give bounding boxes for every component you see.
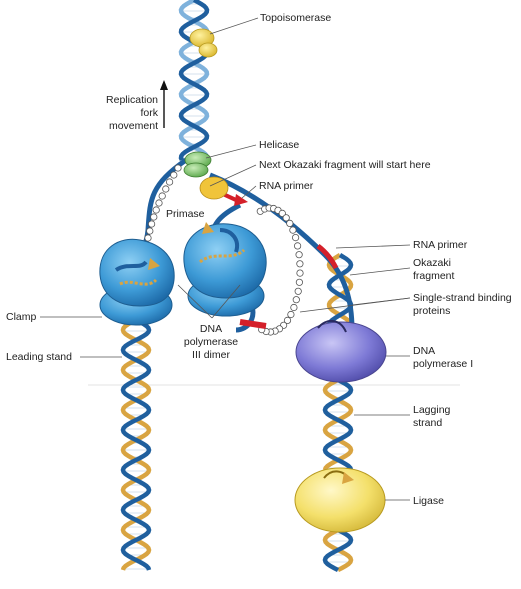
rna-primer-loop xyxy=(239,319,267,329)
ssb-bead xyxy=(158,192,166,200)
primase-enzyme xyxy=(199,176,229,200)
label-pol3-3: III dimer xyxy=(192,349,230,361)
ssb-bead xyxy=(294,287,302,295)
ssb-bead xyxy=(148,220,156,228)
ssb-bead xyxy=(166,178,174,186)
label-leading-strand: Leading stand xyxy=(6,351,72,363)
label-ligase: Ligase xyxy=(413,495,444,507)
label-okazaki-2: fragment xyxy=(413,270,455,282)
helicase-enzyme xyxy=(183,151,212,178)
ssb-bead xyxy=(162,185,170,193)
leader-rna-primer-top xyxy=(241,185,257,199)
dna-polymerase-i xyxy=(295,320,387,383)
ssb-bead xyxy=(291,234,300,242)
ssb-bead xyxy=(295,278,303,286)
leading-strand-a xyxy=(120,317,152,571)
leader-pol3-a xyxy=(177,284,213,319)
label-ssb-2: proteins xyxy=(413,305,450,317)
label-pol1-2: polymerase I xyxy=(413,358,473,370)
label-lagging-1: Lagging xyxy=(413,404,451,416)
label-okazaki-1: Okazaki xyxy=(413,257,451,269)
ssb-bead xyxy=(292,296,300,304)
ssb-bead xyxy=(170,171,178,179)
leader-rna-primer-right xyxy=(335,244,411,249)
leader-pol3-b xyxy=(211,284,241,319)
parental-dna-helix xyxy=(178,0,210,161)
dna-ligase xyxy=(294,467,386,533)
leader-ssb-b xyxy=(351,297,411,306)
ssb-bead xyxy=(278,209,286,217)
label-lagging-2: strand xyxy=(413,417,442,429)
label-rna-primer-top: RNA primer xyxy=(259,180,314,192)
ssb-bead xyxy=(287,310,295,319)
ssb-bead xyxy=(283,316,292,324)
ssb-bead xyxy=(290,303,298,312)
leader-okazaki-fragment xyxy=(349,267,411,276)
ssb-bead xyxy=(155,199,163,207)
label-pol1-1: DNA xyxy=(413,345,435,357)
leader-helicase xyxy=(205,144,257,159)
rna-primer-right xyxy=(316,244,339,270)
dna-polymerase-iii-right xyxy=(183,222,267,317)
label-primase: Primase xyxy=(166,208,205,220)
label-pol3-2: polymerase xyxy=(184,336,238,348)
primer-arrow-icon xyxy=(234,194,248,206)
okazaki-strand-b xyxy=(326,253,354,332)
ssb-bead xyxy=(296,260,304,268)
label-next-okazaki: Next Okazaki fragment will start here xyxy=(259,159,431,171)
lagging-strand-a xyxy=(322,377,354,471)
okazaki-strand-a xyxy=(326,253,354,332)
dna-polymerase-iii-left xyxy=(99,238,175,326)
lagging-strand-b xyxy=(322,377,354,471)
label-pol3-1: DNA xyxy=(200,323,222,335)
leading-strand-b xyxy=(120,317,152,571)
label-helicase: Helicase xyxy=(259,139,299,151)
label-clamp: Clamp xyxy=(6,311,37,323)
label-rna-primer-right: RNA primer xyxy=(413,239,468,251)
label-fork-movement-2: fork xyxy=(140,107,158,119)
ssb-bead xyxy=(289,226,297,234)
lagging-strand-helix xyxy=(322,253,354,573)
parental-strand-a xyxy=(178,0,210,161)
ssb-bead xyxy=(174,164,182,172)
ssb-bead xyxy=(152,206,160,214)
ssb-bead xyxy=(146,227,154,235)
leader-next-okazaki xyxy=(209,164,257,187)
ssb-bead xyxy=(144,234,152,242)
single-strand-binding-proteins xyxy=(144,164,304,336)
leader-topoisomerase xyxy=(209,17,259,35)
label-ssb-1: Single-strand binding xyxy=(413,292,512,304)
lagging-lower-strand-a xyxy=(322,527,354,573)
label-fork-movement-1: Replication xyxy=(106,94,158,106)
ssb-bead xyxy=(295,251,303,259)
ssb-bead xyxy=(150,213,158,221)
parental-strand-b xyxy=(178,0,210,161)
ssb-bead xyxy=(282,214,290,222)
label-fork-movement-3: movement xyxy=(109,120,158,132)
ssb-bead xyxy=(286,219,294,227)
fork-movement-arrow xyxy=(160,80,168,128)
ssb-bead xyxy=(296,269,304,277)
ssb-bead xyxy=(293,242,302,250)
label-topoisomerase: Topoisomerase xyxy=(260,12,331,24)
leading-strand-helix xyxy=(120,317,152,571)
topoisomerase-enzyme xyxy=(189,28,218,58)
